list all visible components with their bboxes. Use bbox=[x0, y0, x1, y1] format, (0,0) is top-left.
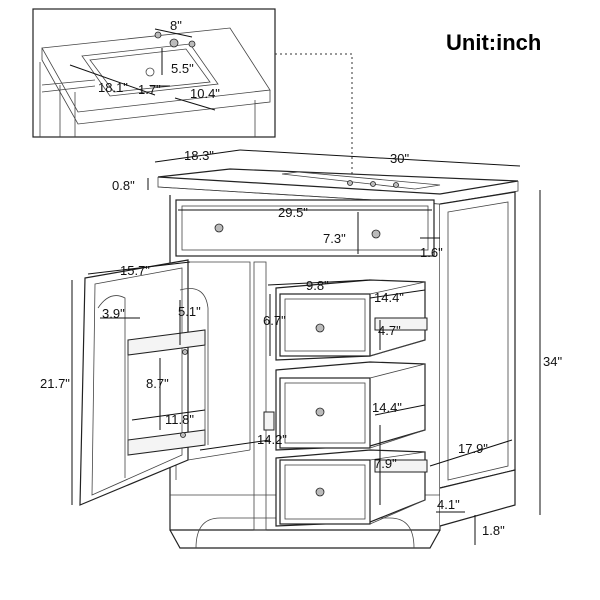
top-drawer-knob-left bbox=[214, 223, 224, 233]
countertop bbox=[157, 168, 519, 205]
inset-faucet-hole bbox=[154, 31, 162, 39]
door-shelf bbox=[97, 295, 126, 478]
label-top-thickness: 0.8" bbox=[112, 178, 135, 193]
drawer-2 bbox=[275, 361, 426, 451]
label-drawer-front-height: 7.3" bbox=[323, 231, 346, 246]
drawer-3-slide bbox=[374, 459, 428, 473]
inset-leader bbox=[275, 53, 353, 182]
label-basin-depth: 5.5" bbox=[171, 61, 194, 76]
label-side-inset: 1.6" bbox=[420, 245, 443, 260]
label-rack-width: 11.8" bbox=[165, 412, 194, 427]
label-side-depth: 17.9" bbox=[458, 441, 488, 456]
label-basin-length: 18.1" bbox=[98, 80, 128, 95]
drawer-1-knob bbox=[315, 323, 325, 333]
inset-drain bbox=[145, 67, 155, 77]
label-door-width: 15.7" bbox=[120, 263, 150, 278]
label-drawer-depth-2: 14.4" bbox=[372, 400, 402, 415]
label-drawer-width: 9.8" bbox=[306, 278, 329, 293]
label-cabinet-depth: 14.2" bbox=[257, 432, 287, 447]
label-drawer-front-width: 29.5" bbox=[278, 205, 308, 220]
label-drain-offset: 1.7" bbox=[138, 82, 161, 97]
label-depth-total: 18.3" bbox=[184, 148, 214, 163]
top-drawer-knob-right bbox=[371, 229, 381, 239]
inset-detail: 8" 5.5" 18.1" 1.7" 10.4" bbox=[32, 8, 276, 138]
label-drawer-depth-1: 14.4" bbox=[374, 290, 404, 305]
unit-label: Unit:inch bbox=[446, 30, 541, 55]
open-door bbox=[79, 259, 251, 506]
label-shelf-height: 5.1" bbox=[178, 304, 201, 319]
label-drawer-height-1: 6.7" bbox=[263, 313, 286, 328]
label-foot-height: 1.8" bbox=[482, 523, 505, 538]
drawer-3 bbox=[275, 449, 428, 527]
label-door-height: 21.7" bbox=[40, 376, 70, 391]
inset-basin bbox=[81, 43, 219, 97]
drawer-2-knob bbox=[315, 407, 325, 417]
label-shelf-depth: 3.9" bbox=[102, 306, 125, 321]
label-rack-height: 8.7" bbox=[146, 376, 169, 391]
base-front bbox=[169, 529, 441, 549]
hinge bbox=[263, 411, 275, 431]
drawer-1 bbox=[275, 279, 428, 361]
label-faucet-spacing: 8" bbox=[170, 18, 182, 33]
label-total-height: 34" bbox=[543, 354, 562, 369]
drawer-3-knob bbox=[315, 487, 325, 497]
dimension-lines bbox=[71, 149, 541, 545]
label-basin-width: 10.4" bbox=[190, 86, 220, 101]
label-toe-kick-height: 4.1" bbox=[437, 497, 460, 512]
label-width-total: 30" bbox=[390, 151, 409, 166]
label-drawer-inner-1: 4.7" bbox=[378, 323, 401, 338]
label-drawer-inner-2: 7.9" bbox=[374, 456, 397, 471]
drawer-1-slide bbox=[374, 317, 428, 331]
